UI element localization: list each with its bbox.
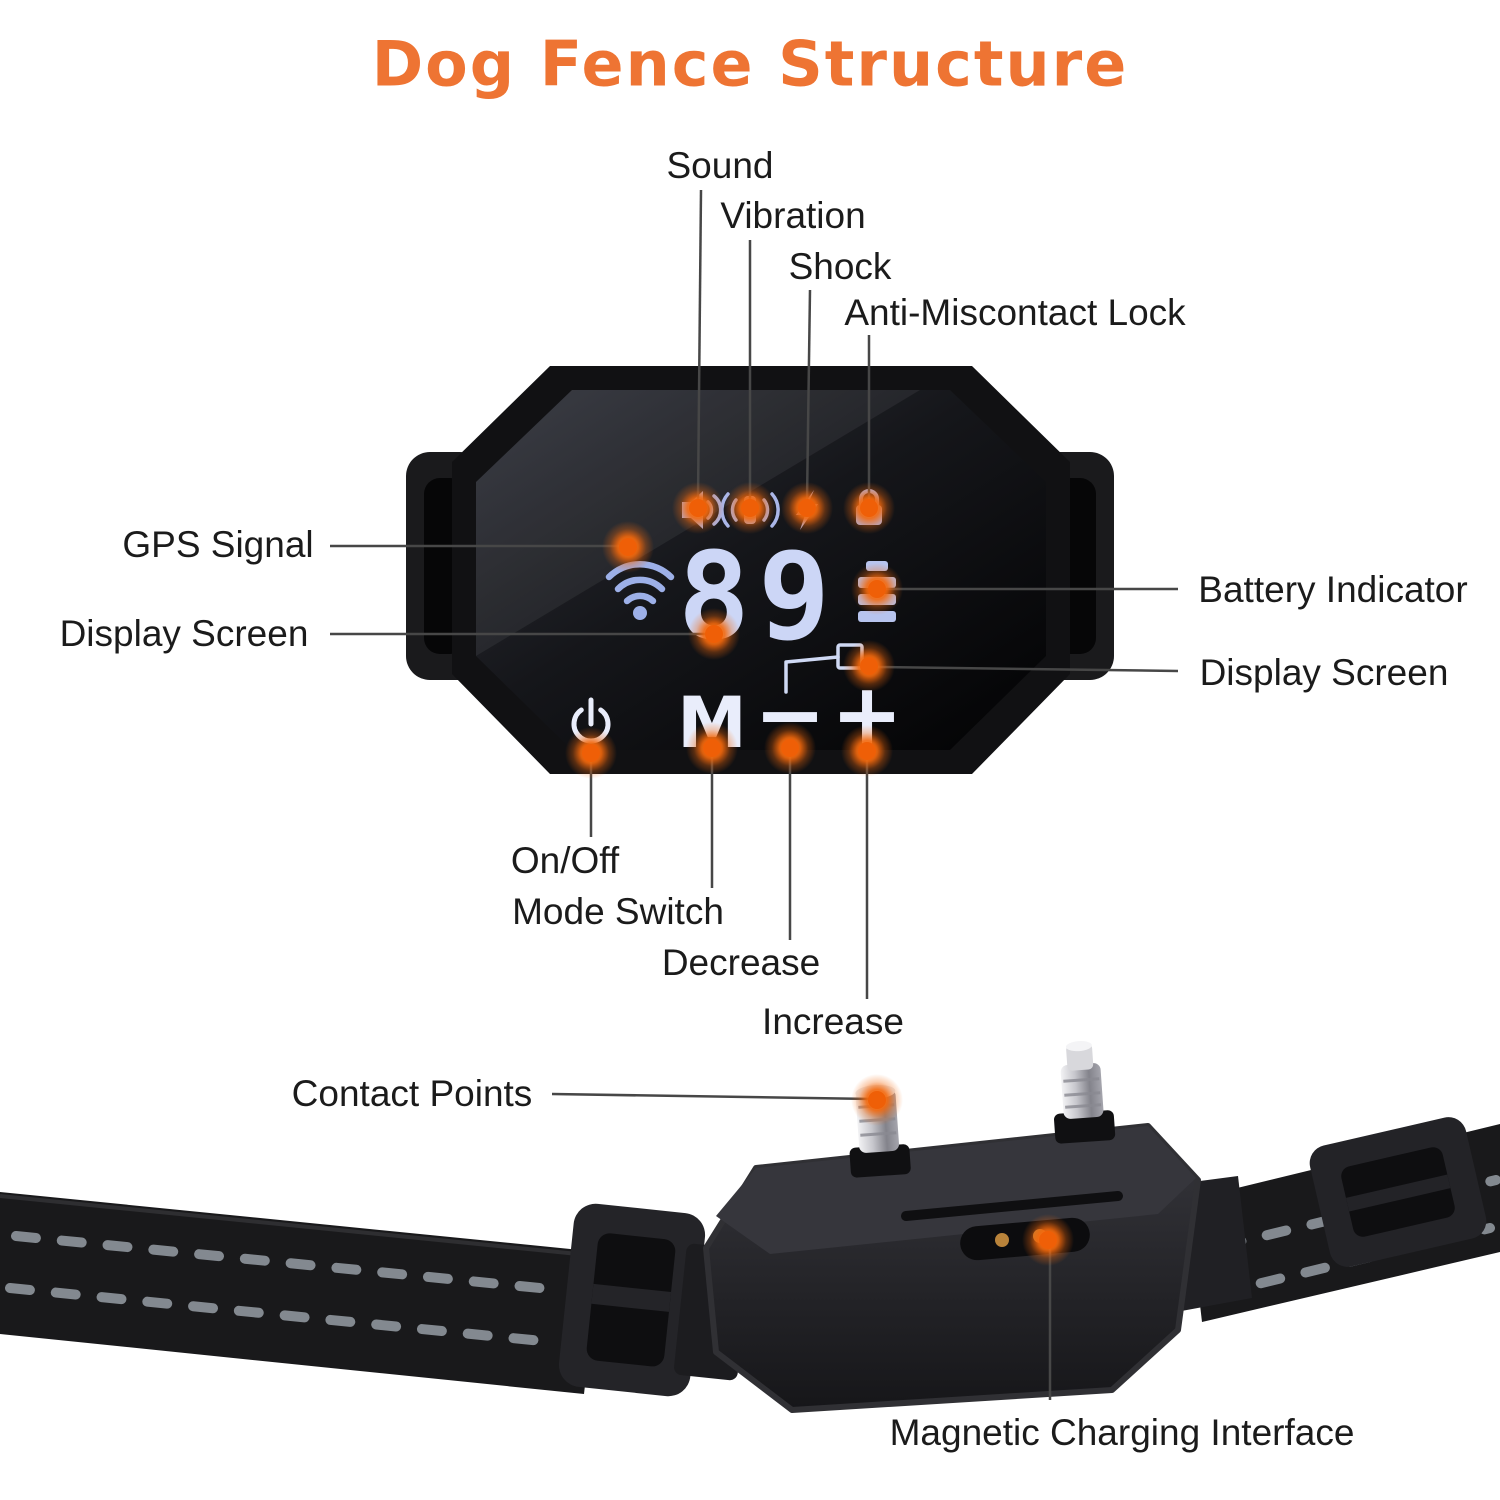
strap-stitching [11,1231,565,1295]
pointer-line-display-right [875,665,1179,673]
pointer-lines [330,189,1179,1400]
pointer-dot-display-left [688,608,740,660]
label-increase: Increase [762,1001,904,1042]
label-sound: Sound [666,145,774,186]
diagram-title: Dog Fence Structure [371,27,1129,101]
label-shock: Shock [788,246,892,287]
strap-buckle-left [558,1203,706,1397]
strap-buckle-right [1309,1117,1487,1267]
receiver-front-view: 89 M − + [406,366,1114,774]
pointer-dot-vibration [724,482,776,534]
label-display-screen-right: Display Screen [1199,652,1449,693]
label-gps-signal: GPS Signal [122,524,314,565]
pointer-line-shock [805,289,812,501]
pointer-dot-onoff [565,727,617,779]
label-magnetic-charging-interface: Magnetic Charging Interface [889,1412,1355,1453]
label-on-off: On/Off [510,840,620,881]
pointer-line-sound [696,189,703,501]
pointer-dot-decrease [764,722,816,774]
pointer-dot-contact [851,1074,903,1126]
pointer-dot-lock [843,482,895,534]
pointer-dot-battery [851,563,903,615]
pointer-dot-display-right [843,640,895,692]
pointer-dot-mode [686,722,738,774]
label-display-screen-left: Display Screen [59,613,309,654]
top-groove [901,1191,1123,1221]
label-mode-switch: Mode Switch [512,891,724,932]
pointer-dot-sound [672,482,724,534]
label-battery-indicator: Battery Indicator [1198,569,1468,610]
display-screen-panel [476,390,1046,750]
pointer-dot-charging [1022,1214,1074,1266]
contact-point-right [1054,1041,1116,1144]
pointer-dots [565,482,1074,1266]
pointer-dot-gps [602,521,654,573]
strap-stitching [5,1283,557,1347]
label-anti-miscontact-lock: Anti-Miscontact Lock [844,292,1186,333]
collar-strap-left [0,1192,600,1394]
pointer-dot-shock [781,482,833,534]
pointer-line-contact [551,1092,873,1101]
label-decrease: Decrease [661,942,821,983]
label-vibration: Vibration [720,195,866,236]
collar-side-view [0,1041,1500,1413]
pointer-dot-increase [841,725,893,777]
charging-contact [995,1233,1009,1247]
label-contact-points: Contact Points [291,1073,533,1114]
